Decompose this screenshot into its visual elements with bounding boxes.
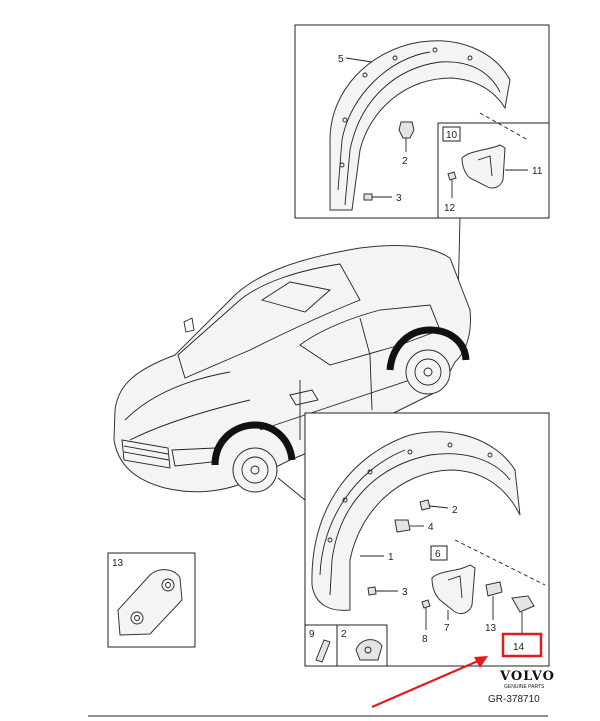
rear-wheel-liner-drawing — [329, 40, 511, 211]
rear-wheel-arch-panel: 5 2 3 10 11 12 — [294, 24, 550, 219]
screw-drawing — [363, 193, 392, 201]
callout-11: 11 — [532, 166, 543, 177]
clip-drawing — [398, 121, 415, 152]
callout-bottom-2: 2 — [452, 505, 458, 516]
front-wheel-arch-panel: 2 4 1 3 6 7 8 13 9 2 — [304, 412, 550, 667]
callout-13: 13 — [485, 623, 497, 634]
callout-12: 12 — [444, 203, 456, 214]
leader-line-bottom — [277, 477, 306, 501]
red-pointer-arrow — [371, 656, 488, 709]
callout-10: 10 — [446, 130, 458, 141]
callout-7: 7 — [444, 623, 450, 634]
callout-bottom-1: 1 — [388, 552, 394, 563]
reference-number: GR-378710 — [488, 694, 540, 705]
callout-3: 3 — [396, 193, 402, 204]
callout-14: 14 — [513, 642, 525, 653]
callout-8: 8 — [422, 634, 428, 645]
highlight-box — [501, 632, 543, 658]
callout-small-9: 9 — [309, 629, 315, 640]
callout-inset-13: 13 — [112, 558, 124, 569]
mud-flap-subpanel: 10 11 12 — [437, 112, 550, 219]
inset-part-13: 13 — [107, 552, 196, 648]
callout-2: 2 — [402, 156, 408, 167]
callout-5: 5 — [338, 54, 344, 65]
car-drawing — [113, 244, 471, 493]
callout-small-2: 2 — [341, 629, 347, 640]
callout-bottom-3: 3 — [402, 587, 408, 598]
front-wheel-liner-drawing — [311, 431, 521, 611]
brand-logo-text: VOLVO — [499, 669, 555, 684]
callout-6: 6 — [435, 549, 441, 560]
callout-bottom-4: 4 — [428, 522, 434, 533]
brand-tagline: GENUINE PARTS — [504, 684, 545, 690]
